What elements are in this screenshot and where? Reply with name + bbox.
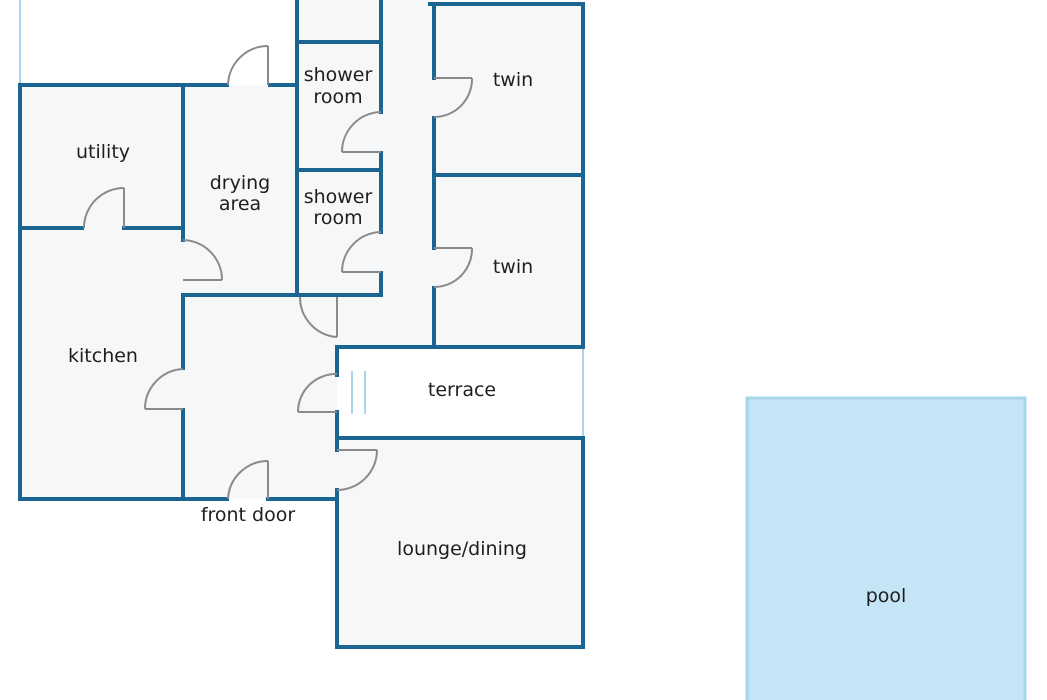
lounge-door xyxy=(336,449,378,491)
walls xyxy=(18,0,585,649)
shower-room-1-area xyxy=(297,42,381,170)
left-outer-wall xyxy=(18,83,185,501)
front-door-label: front door xyxy=(201,504,296,526)
doors xyxy=(83,45,474,500)
twin-2-door xyxy=(433,247,474,288)
hall-corridor-door xyxy=(298,296,338,338)
shower-room-2-door xyxy=(341,231,382,273)
drying-door xyxy=(182,239,223,281)
pool-label: pool xyxy=(866,585,907,607)
drying-area-label-line-1: drying xyxy=(210,172,271,194)
glass-edges xyxy=(19,0,584,437)
drying-area-area xyxy=(183,85,295,295)
pool-shape xyxy=(745,396,1027,700)
twin-1-door xyxy=(433,77,474,118)
room-fills xyxy=(20,0,1027,700)
utility-label: utility xyxy=(76,141,130,163)
hall-terrace-door xyxy=(297,372,338,413)
drying-area-label-line-2: area xyxy=(219,193,261,215)
lounge-dining-area xyxy=(337,438,583,647)
shower-room-2-label-line-2: room xyxy=(313,207,362,229)
drying-top-door xyxy=(227,45,269,86)
twin-2-area xyxy=(434,175,583,347)
shower-room-1-label-line-1: shower xyxy=(304,64,373,86)
top-closet-area xyxy=(297,0,381,42)
lounge-dining-label: lounge/dining xyxy=(397,538,527,560)
kitchen-door xyxy=(143,368,184,410)
shower-room-2-area xyxy=(297,170,381,295)
corridor-lower-area xyxy=(297,295,434,347)
front-door xyxy=(227,459,269,500)
terrace-label: terrace xyxy=(428,379,496,401)
twin-2-label: twin xyxy=(493,256,533,278)
twin-1-label: twin xyxy=(493,69,533,91)
utility-door xyxy=(83,187,125,229)
kitchen-area xyxy=(20,228,183,499)
kitchen-label: kitchen xyxy=(68,345,138,367)
utility-area xyxy=(20,85,183,228)
twin-1-area xyxy=(434,4,583,175)
labels: utility drying area shower room shower r… xyxy=(68,64,906,607)
shower-room-1-label-line-2: room xyxy=(313,86,362,108)
shower-room-1-door xyxy=(341,111,382,153)
shower-room-2-label-line-1: shower xyxy=(304,186,373,208)
lounge-walls xyxy=(335,436,585,649)
corridor-area xyxy=(381,0,434,347)
